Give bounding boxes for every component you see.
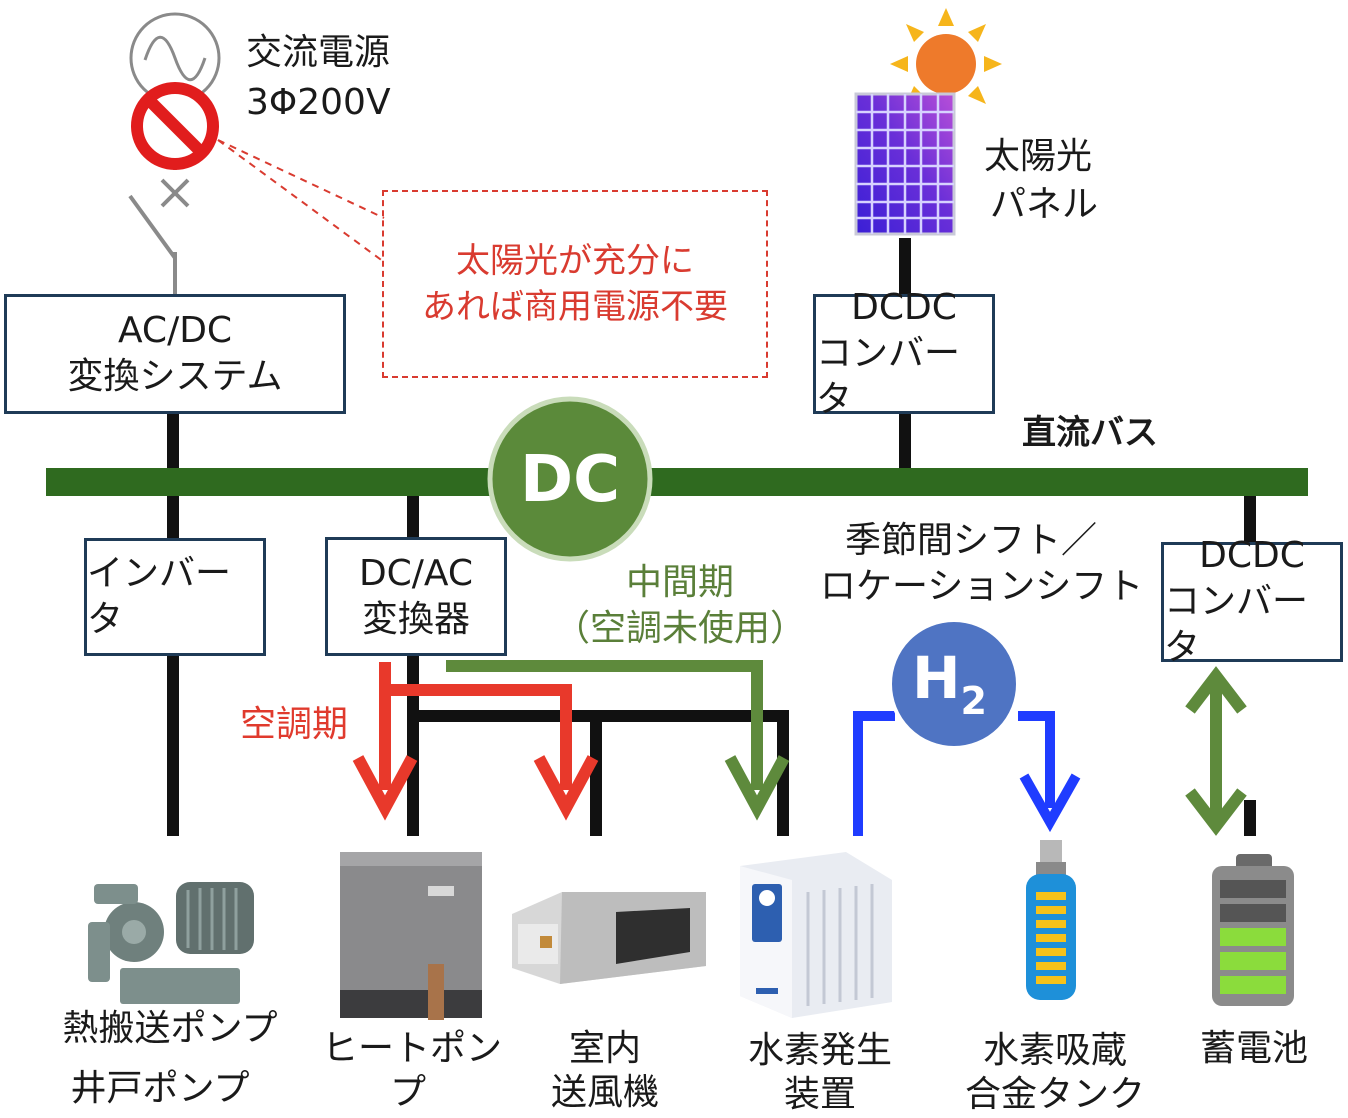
- indoor-fan-label-1: 室内: [568, 1028, 641, 1069]
- ac-source-spec: 3Φ200V: [246, 82, 391, 123]
- inverter-label: インバータ: [87, 553, 232, 640]
- h2-subscript: 2: [960, 679, 987, 723]
- pump-icon: [88, 882, 254, 1004]
- ac-source-icon: [129, 12, 221, 104]
- mid-season-label-2: （空調未使用）: [553, 608, 806, 649]
- h2-generator-label-2: 装置: [783, 1074, 856, 1115]
- dcdc-bottom-box: DCDC コンバータ: [1161, 535, 1343, 668]
- heat-pump-label-1: ヒートポン: [322, 1028, 503, 1069]
- midseason-flow-arrow: [446, 660, 790, 821]
- indoor-fan-label-2: 送風機: [550, 1072, 659, 1113]
- battery-label: 蓄電池: [1199, 1028, 1308, 1069]
- note-line-2: あれば商用電源不要: [422, 287, 728, 327]
- acdc-converter-box: AC/DC 変換システム: [4, 294, 346, 414]
- solar-panel-icon: [854, 92, 956, 236]
- h2-badge-label: H2: [912, 644, 987, 723]
- shift-label-2: ロケーションシフト: [820, 566, 1144, 607]
- dcac-line-1: DC/AC: [358, 552, 474, 594]
- solar-label-2: パネル: [990, 184, 1099, 225]
- hydrogen-flow-arrows: [853, 711, 1081, 836]
- dcac-converter-box: DC/AC 変換器: [325, 537, 507, 656]
- note-pointer: [217, 139, 385, 263]
- dcdc-bottom-line-1: DCDC: [1199, 535, 1305, 576]
- acdc-line-2: 変換システム: [67, 356, 283, 397]
- dc-bus-label: 直流バス: [1022, 413, 1158, 453]
- dcdc-bottom-line-2: コンバータ: [1164, 581, 1309, 668]
- pump-label-2: 井戸ポンプ: [70, 1068, 250, 1109]
- h2-symbol: H: [912, 644, 961, 712]
- dcdc-top-box: DCDC コンバータ: [813, 287, 995, 420]
- h2-badge: [888, 618, 1020, 750]
- battery-icon: [1212, 854, 1294, 1006]
- heat-pump-icon: [340, 852, 482, 1020]
- prohibited-icon: [131, 82, 219, 170]
- dcdc-top-line-1: DCDC: [851, 287, 957, 328]
- acdc-line-1: AC/DC: [117, 310, 233, 351]
- pump-label-1: 熱搬送ポンプ: [62, 1008, 278, 1049]
- note-box: 太陽光が充分に あれば商用電源不要: [382, 190, 768, 378]
- battery-bidirectional-arrow: [1185, 666, 1247, 836]
- mid-season-label-1: 中間期: [625, 562, 734, 603]
- aircon-flow-arrows: [352, 662, 599, 821]
- indoor-fan-icon: [512, 892, 706, 984]
- inverter-box: インバータ: [84, 538, 266, 656]
- h2-tank-label-1: 水素吸蔵: [982, 1030, 1127, 1071]
- dcdc-top-line-2: コンバータ: [816, 333, 961, 420]
- solar-label-1: 太陽光: [984, 136, 1093, 177]
- shift-label-1: 季節間シフト／: [844, 520, 1097, 561]
- hydrogen-tank-icon: [1026, 840, 1076, 1000]
- breaker-switch-icon: [128, 178, 190, 294]
- aircon-season-label: 空調期: [240, 704, 349, 745]
- ac-source-label: 交流電源: [246, 32, 391, 73]
- h2-tank-label-2: 合金タンク: [964, 1074, 1145, 1115]
- note-line-1: 太陽光が充分に: [456, 241, 694, 281]
- dcac-line-2: 変換器: [361, 598, 470, 640]
- dc-bus-badge-label: DC: [519, 443, 621, 517]
- heat-pump-label-2: プ: [389, 1072, 426, 1113]
- h2-generator-label-1: 水素発生: [747, 1030, 892, 1071]
- dc-bus-bar: [46, 468, 1308, 496]
- dc-bus-badge: [487, 396, 653, 562]
- hydrogen-generator-icon: [740, 852, 892, 1018]
